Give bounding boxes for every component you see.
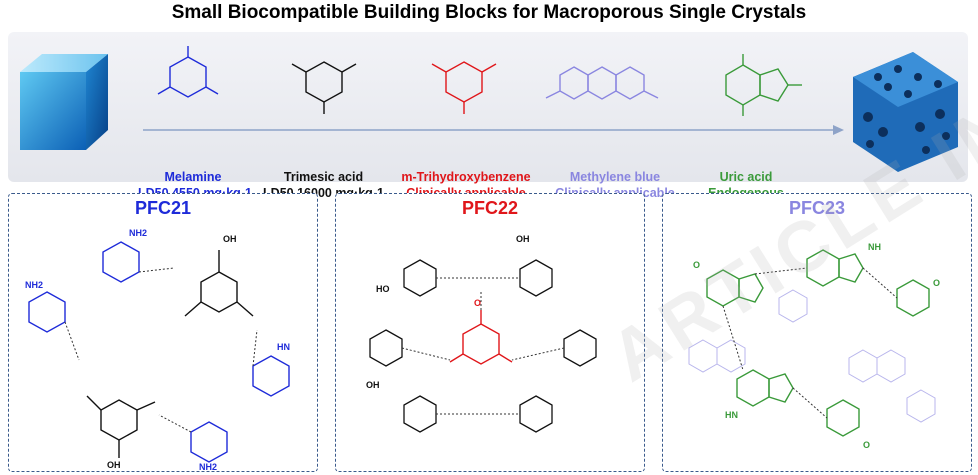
atom-label: OH (366, 380, 380, 390)
atom-label: NH2 (129, 228, 147, 238)
trimesic-acid-structure-icon (291, 61, 357, 114)
panel-pfc21: PFC21 NH2 NH2 HN NH2 OH OH (8, 193, 318, 472)
methylene-blue-structure-icon (545, 66, 659, 100)
atom-label: OH (223, 234, 237, 244)
molecule-name: Melamine (164, 170, 222, 184)
panel-pfc23: PFC23 O NH O HN O (662, 193, 972, 472)
atom-label: NH2 (199, 462, 217, 470)
panel-title: PFC23 (788, 198, 846, 218)
molecule-name: m-Trihydroxybenzene (401, 170, 531, 184)
panel-pfc22: PFC22 O HO OH OH (335, 193, 645, 472)
atom-label: HN (277, 342, 290, 352)
pfc22-network-graphic: O HO OH OH (366, 234, 597, 433)
building-blocks-band: Melamine LD50 4550 mg·kg-1 Trimesic acid… (8, 32, 968, 200)
building-blocks-graphic (20, 46, 958, 172)
atom-label: NH (868, 242, 881, 252)
pfc21-network-graphic: NH2 NH2 HN NH2 OH OH (25, 228, 290, 470)
pfc23-network-graphic: O NH O HN O (688, 242, 940, 450)
atom-label: O (693, 260, 700, 270)
melamine-structure-icon (157, 46, 219, 98)
uric-acid-structure-icon (725, 54, 802, 116)
atom-label: HN (725, 410, 738, 420)
atom-label: OH (516, 234, 530, 244)
atom-label: OH (107, 460, 121, 470)
panel-title: PFC22 (461, 198, 519, 218)
molecule-name: Methylene blue (569, 170, 661, 184)
molecule-name: Trimesic acid (283, 170, 364, 184)
figure-title: Small Biocompatible Building Blocks for … (171, 2, 807, 23)
porous-framework-icon (853, 52, 958, 172)
atom-label: HO (376, 284, 390, 294)
molecule-name: Uric acid (719, 170, 773, 184)
atom-label: O (863, 440, 870, 450)
crystal-cube-icon (20, 54, 108, 150)
atom-label: O (474, 298, 481, 308)
atom-label: NH2 (25, 280, 43, 290)
trihydroxybenzene-core-icon (449, 310, 513, 365)
atom-label: O (933, 278, 940, 288)
trihydroxybenzene-structure-icon (431, 61, 497, 114)
panel-title: PFC21 (134, 198, 192, 218)
